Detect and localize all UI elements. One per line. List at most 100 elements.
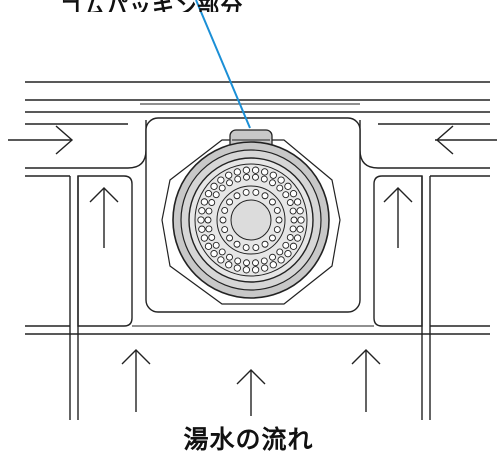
filter-hole: [269, 253, 276, 261]
filter-hole: [218, 248, 226, 256]
pointer-line: [195, 0, 251, 129]
filter-hole: [233, 240, 241, 248]
filter-hole: [269, 261, 277, 269]
filter-hole: [289, 225, 297, 233]
filter-hole: [273, 226, 281, 234]
filter-hole: [204, 190, 213, 198]
filter-hole: [261, 192, 269, 200]
filter-hole: [286, 199, 294, 206]
filter-hole: [212, 241, 220, 249]
filter-hole: [226, 253, 233, 261]
arrow-left-icon: [435, 125, 497, 155]
filter-hole: [289, 242, 298, 250]
arrow-up-bottom-center-icon: [236, 369, 266, 416]
filter-hole: [242, 166, 251, 174]
filter-hole: [242, 266, 251, 274]
filter-hole: [269, 198, 276, 206]
filter-hole: [210, 250, 218, 258]
filter-hole: [261, 240, 269, 248]
filter-hole: [284, 250, 292, 258]
filter-hole: [204, 216, 212, 224]
filter-hole: [212, 191, 220, 199]
filter-hole: [233, 168, 241, 176]
filter-hole: [233, 264, 241, 272]
filter-hole: [284, 182, 292, 190]
filter-hole: [242, 244, 250, 252]
filter-hole: [226, 198, 234, 206]
filter-hole: [261, 264, 269, 272]
filter-hole: [234, 257, 242, 265]
filter-hole: [198, 225, 206, 233]
filter-center-ring: [230, 199, 272, 241]
filter-hole: [221, 226, 229, 234]
filter-hole: [252, 259, 259, 267]
filter-hole: [297, 216, 305, 224]
filter-hole: [260, 257, 268, 265]
filter-hole: [261, 168, 269, 176]
arrow-up-left-icon: [89, 187, 119, 248]
filter-hole: [204, 242, 213, 250]
filter-hole: [217, 176, 225, 184]
filter-inner-ring: [216, 185, 286, 255]
filter-hole: [217, 256, 225, 264]
filter-hole: [225, 171, 233, 179]
filter-hole: [282, 191, 290, 199]
filter-hole: [251, 266, 260, 274]
filter-hole: [269, 171, 277, 179]
arrow-right-icon: [8, 125, 74, 155]
filter-hole: [243, 259, 250, 267]
filter-hole: [198, 207, 206, 215]
filter-hole: [208, 234, 216, 241]
filter-hole: [277, 176, 285, 184]
filter-hole: [205, 225, 213, 233]
filter-hole: [210, 182, 218, 190]
bottom-pipe-lines: [25, 325, 490, 335]
filter-hole: [252, 244, 260, 252]
filter-hole: [276, 248, 284, 256]
filter-holes: [197, 166, 305, 274]
filter-hole: [200, 234, 209, 242]
filter-hole: [290, 216, 298, 224]
gasket-label: ゴムパッキン部分: [60, 0, 360, 12]
filter-hole: [273, 206, 281, 214]
filter-hole: [200, 198, 209, 206]
filter-hole: [296, 225, 304, 233]
filter-hole: [233, 192, 241, 200]
filter-hole: [275, 216, 283, 224]
filter-hole: [293, 234, 302, 242]
filter-hole: [296, 207, 304, 215]
filter-hole: [269, 179, 276, 187]
filter-hole: [289, 207, 297, 215]
filter-hole: [252, 173, 259, 181]
filter-hole: [252, 188, 260, 196]
filter-hole: [226, 179, 233, 187]
filter-hole: [269, 234, 276, 242]
arrow-up-bottom-right-icon: [351, 349, 381, 412]
filter-hole: [225, 261, 233, 269]
filter-hole: [197, 216, 205, 224]
top-pipe-lines: [25, 81, 490, 113]
filter-hole: [218, 184, 226, 192]
filter-hole: [286, 234, 294, 241]
arrow-up-right-icon: [383, 187, 413, 248]
filter-hole: [234, 175, 242, 183]
filter-hole: [251, 166, 260, 174]
left-channel: [25, 175, 133, 420]
filter-hole: [282, 241, 290, 249]
filter-hole: [208, 199, 216, 206]
filter-hole: [226, 234, 234, 242]
flow-caption: 湯水の流れ: [183, 425, 314, 454]
filter-hole: [219, 216, 227, 224]
filter-hole: [242, 188, 250, 196]
filter-hole: [260, 175, 268, 183]
right-channel: [373, 175, 490, 420]
filter-hole: [221, 206, 229, 214]
filter-hole: [289, 190, 298, 198]
filter-hole: [205, 207, 213, 215]
filter-hole: [276, 184, 284, 192]
arrow-up-bottom-left-icon: [121, 349, 151, 412]
filter-hole: [243, 173, 250, 181]
filter-hole: [293, 198, 302, 206]
filter-hole: [277, 256, 285, 264]
